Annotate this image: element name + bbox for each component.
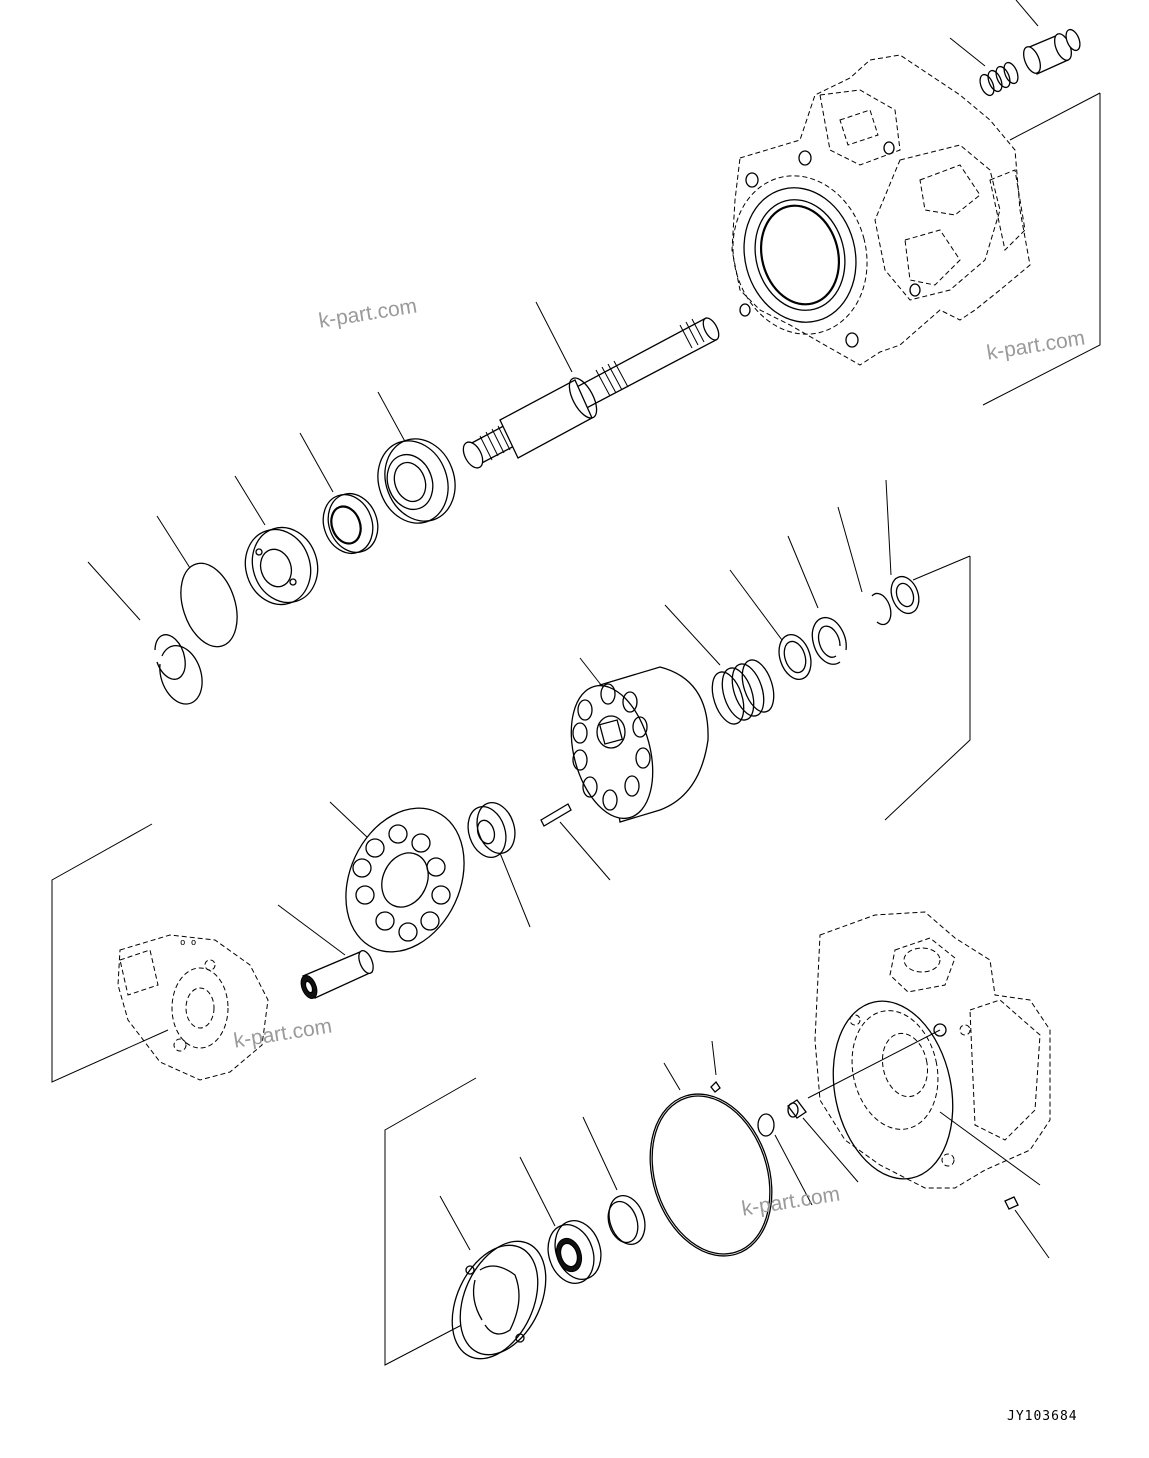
center-spring (729, 569, 812, 681)
ring (582, 1116, 646, 1245)
cylinder-block (570, 657, 709, 823)
drawing-code: JY103684 (1007, 1409, 1078, 1424)
o-ring-large (649, 1062, 773, 1257)
dowel-pin (1004, 1196, 1050, 1259)
cover-plate (156, 515, 238, 648)
housing-ghost-left: o o (51, 823, 269, 1083)
snap-ring-small (837, 506, 892, 626)
spring-pack (664, 604, 775, 725)
seal-retainer (234, 475, 319, 606)
o-ring-small (757, 1113, 813, 1206)
spool-part (1015, 0, 1081, 75)
spring-seat (787, 535, 847, 665)
pin (540, 803, 611, 881)
rear-bearing (519, 1156, 602, 1284)
oil-seal (299, 432, 379, 555)
valve-plate (384, 1077, 547, 1366)
plunger (277, 904, 374, 999)
svg-text:o o: o o (180, 938, 196, 948)
small-pin (710, 1040, 721, 1093)
spherical-bushing (467, 802, 531, 928)
plug (787, 1099, 859, 1183)
bearing (377, 391, 456, 524)
rear-case (807, 911, 1051, 1189)
shaft (462, 301, 720, 469)
snap-ring (87, 561, 203, 705)
pump-case (731, 54, 1101, 406)
retainer-ring (884, 479, 971, 821)
spring-part (949, 37, 1019, 97)
retainer-plate (329, 801, 465, 953)
